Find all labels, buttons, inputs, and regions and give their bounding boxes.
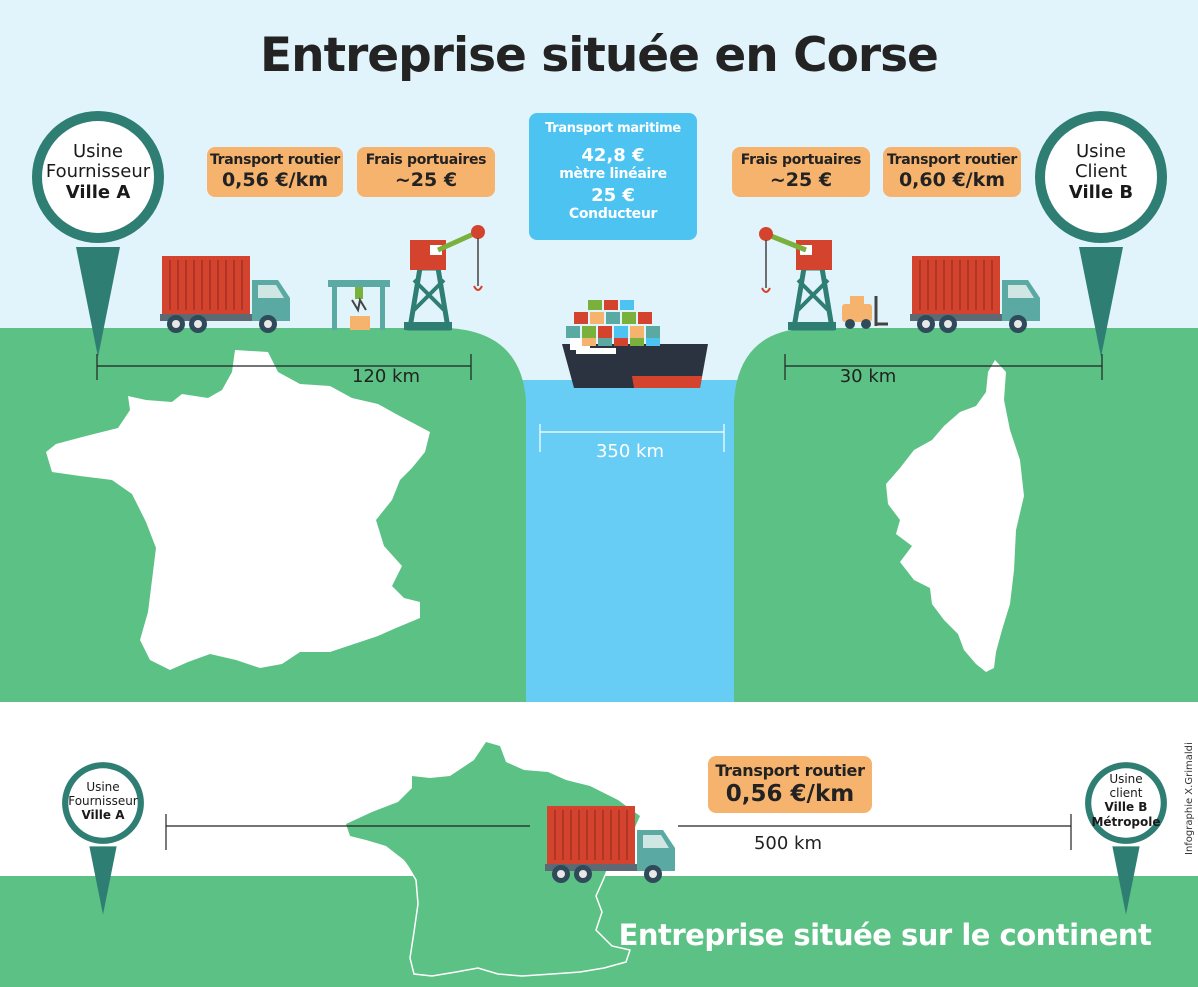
road-cost-left-value: 0,56 €/km: [221, 169, 329, 191]
forklift-icon: [842, 296, 888, 329]
distance-sea-label: 350 km: [595, 441, 665, 462]
road-cost-continent-tag: Transport routier 0,56 €/km: [708, 756, 872, 813]
distance-line-sea: [539, 424, 725, 452]
road-cost-left-tag: Transport routier 0,56 €/km: [207, 147, 343, 197]
continent-client-region: Métropole: [1091, 815, 1161, 829]
distance-continent-label: 500 km: [753, 833, 823, 854]
continent-title: Entreprise située sur le continent: [618, 918, 1152, 952]
client-pin-label: Usine Client Ville B: [1045, 142, 1157, 204]
continent-supplier-pin-label: Usine Fournisseur Ville A: [64, 780, 142, 823]
supplier-city: Ville A: [65, 182, 131, 203]
client-city: Ville B: [1068, 182, 1134, 203]
continent-supplier-city: Ville A: [81, 808, 125, 822]
sea-transport-unit: mètre linéaire: [559, 166, 667, 182]
port-fees-right-value: ~25 €: [769, 169, 833, 191]
port-fees-left-value: ~25 €: [394, 169, 458, 191]
continent-supplier-line2: Fournisseur: [68, 794, 138, 808]
france-map-icon: [46, 350, 430, 670]
port-fees-left-tag: Frais portuaires ~25 €: [357, 147, 495, 197]
road-cost-continent-label: Transport routier: [715, 761, 865, 780]
corsica-map-icon: [886, 360, 1024, 672]
road-cost-continent-value: 0,56 €/km: [725, 781, 855, 807]
road-cost-right-tag: Transport routier 0,60 €/km: [883, 147, 1021, 197]
continent-client-line1: Usine: [1109, 772, 1143, 786]
port-fees-right-tag: Frais portuaires ~25 €: [732, 147, 870, 197]
client-line2: Client: [1074, 161, 1128, 182]
supplier-line1: Usine: [72, 141, 124, 162]
supplier-pin-label: Usine Fournisseur Ville A: [42, 142, 154, 204]
distance-left-label: 120 km: [351, 366, 421, 387]
driver-label: Conducteur: [568, 206, 658, 222]
distance-line-right: [784, 354, 1103, 380]
container-ship-icon: [562, 300, 708, 388]
road-cost-right-value: 0,60 €/km: [898, 169, 1006, 191]
road-cost-left-label: Transport routier: [209, 152, 341, 168]
distance-right-label: 30 km: [839, 366, 897, 387]
port-fees-left-label: Frais portuaires: [365, 152, 487, 168]
driver-price: 25 €: [591, 185, 635, 206]
port-crane-icon: [404, 225, 485, 331]
main-title: Entreprise située en Corse: [260, 28, 939, 83]
continent-supplier-line1: Usine: [86, 780, 120, 794]
continent-client-line2: client: [1109, 786, 1143, 800]
distance-line-left: [96, 354, 472, 380]
port-fees-right-label: Frais portuaires: [740, 152, 862, 168]
sea-transport-label: Transport maritime: [545, 121, 681, 136]
gantry-crane-icon: [328, 280, 390, 330]
client-line1: Usine: [1075, 141, 1127, 162]
sea-transport-price: 42,8 €: [581, 145, 645, 166]
sea-transport-box: Transport maritime 42,8 € mètre linéaire…: [529, 113, 697, 240]
distance-line-continent: [165, 814, 1072, 850]
continent-client-city: Ville B: [1104, 800, 1148, 814]
supplier-line2: Fournisseur: [45, 161, 151, 182]
port-crane-icon: [759, 227, 836, 331]
infographic-credit: Infographie X.Grimaldi: [1184, 742, 1195, 855]
road-cost-right-label: Transport routier: [886, 152, 1018, 168]
truck-icon: [544, 805, 676, 884]
continent-client-pin-label: Usine client Ville B Métropole: [1087, 772, 1165, 830]
sea-channel: [522, 380, 738, 702]
